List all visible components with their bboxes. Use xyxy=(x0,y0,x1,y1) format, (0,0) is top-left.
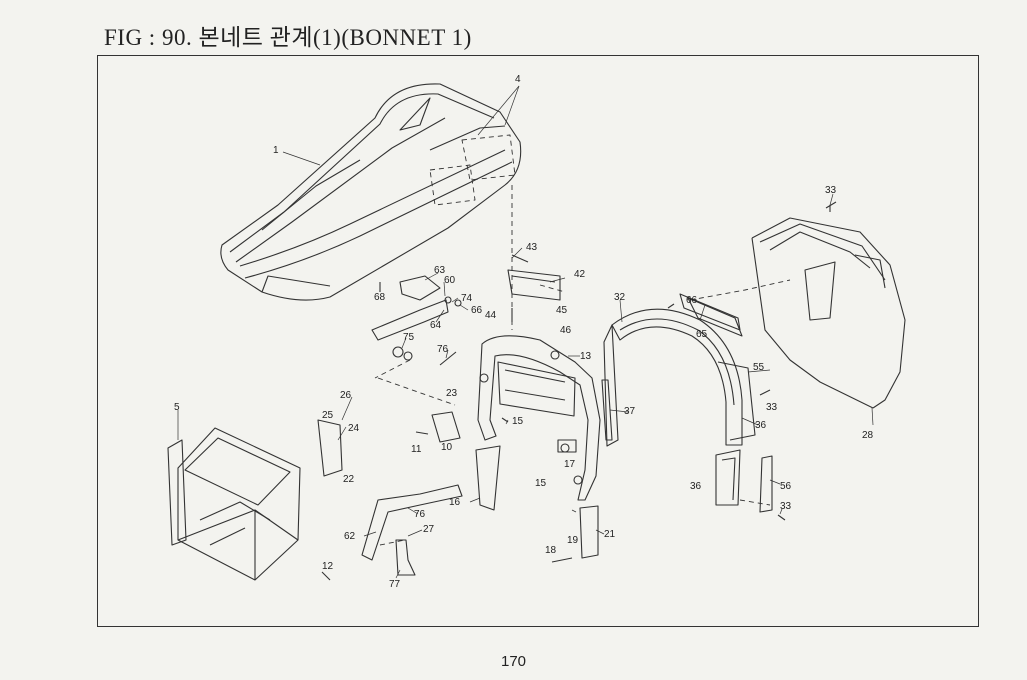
part-label-56: 56 xyxy=(780,481,792,492)
part-label-22: 22 xyxy=(343,474,355,485)
part-label-11: 11 xyxy=(411,444,422,455)
assembly-lines xyxy=(374,134,791,546)
part-label-27: 27 xyxy=(423,524,435,535)
part-label-4: 4 xyxy=(515,74,521,85)
part-label-19: 19 xyxy=(567,535,579,546)
part-label-15b: 15 xyxy=(535,478,547,489)
side-panel-part xyxy=(751,205,906,409)
bolt-parts xyxy=(321,201,837,581)
part-label-17: 17 xyxy=(564,459,576,470)
part-label-10: 10 xyxy=(441,442,453,453)
part-label-64: 64 xyxy=(430,320,442,331)
part-label-5: 5 xyxy=(174,402,180,413)
part-label-60: 60 xyxy=(444,275,456,286)
part-label-25: 25 xyxy=(322,410,334,421)
part-label-66b: 66 xyxy=(686,295,698,306)
part-label-16: 16 xyxy=(449,497,461,508)
leader-lines xyxy=(177,85,874,579)
part-label-32: 32 xyxy=(614,292,626,303)
part-number-labels: 1 4 5 10 11 12 13 15 15 16 17 18 19 21 2… xyxy=(174,74,874,590)
part-label-43: 43 xyxy=(526,242,538,253)
part-label-42: 42 xyxy=(574,269,586,280)
arch-frame-part xyxy=(603,297,773,513)
part-label-37: 37 xyxy=(624,406,636,417)
part-label-36b: 36 xyxy=(690,481,702,492)
part-label-36a: 36 xyxy=(755,420,767,431)
part-label-1: 1 xyxy=(273,145,279,156)
part-label-26: 26 xyxy=(340,390,352,401)
part-label-23: 23 xyxy=(446,388,458,399)
part-label-62: 62 xyxy=(344,531,356,542)
diagram-frame xyxy=(97,55,979,627)
part-label-18: 18 xyxy=(545,545,557,556)
part-label-76a: 76 xyxy=(437,344,449,355)
battery-rack-part xyxy=(167,427,301,581)
part-label-21: 21 xyxy=(604,529,616,540)
part-label-77: 77 xyxy=(389,579,401,590)
part-label-55: 55 xyxy=(753,362,765,373)
part-label-68: 68 xyxy=(374,292,386,303)
part-label-75: 75 xyxy=(403,332,415,343)
part-label-76b: 76 xyxy=(414,509,426,520)
part-label-65: 65 xyxy=(696,329,708,340)
part-label-74: 74 xyxy=(461,293,473,304)
part-label-12: 12 xyxy=(322,561,334,572)
part-label-45: 45 xyxy=(556,305,568,316)
part-label-44: 44 xyxy=(485,310,497,321)
part-label-33b: 33 xyxy=(766,402,778,413)
part-label-33a: 33 xyxy=(825,185,837,196)
part-label-46: 46 xyxy=(560,325,572,336)
part-label-66a: 66 xyxy=(471,305,483,316)
bonnet-hood-part xyxy=(220,83,522,301)
part-label-63: 63 xyxy=(434,265,446,276)
part-label-24: 24 xyxy=(348,423,360,434)
part-label-15a: 15 xyxy=(512,416,524,427)
part-label-33c: 33 xyxy=(780,501,792,512)
figure-title: FIG : 90. 본네트 관계(1)(BONNET 1) xyxy=(104,25,472,50)
part-label-28: 28 xyxy=(862,430,874,441)
grille-frame-part xyxy=(477,335,601,501)
part-label-13: 13 xyxy=(580,351,592,362)
bracket-parts xyxy=(317,269,741,576)
page-number: 170 xyxy=(500,653,527,670)
